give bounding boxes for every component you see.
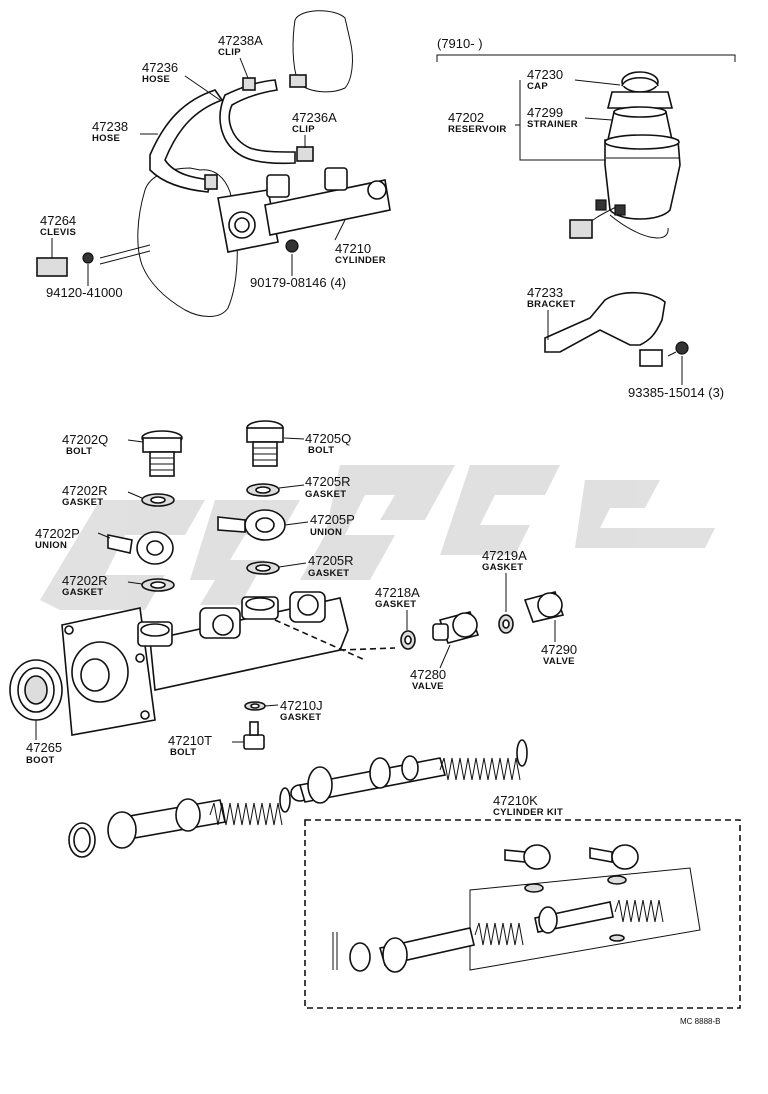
label-47205R-lower: 47205R GASKET (278, 553, 354, 579)
label-93385-15014: 93385-15014 (3) (628, 356, 724, 400)
label-47202R-lower: 47202R GASKET (62, 573, 143, 598)
part-name: VALVE (412, 681, 444, 692)
part-name: CLIP (218, 47, 241, 58)
label-47202-reservoir: 47202 RESERVOIR (448, 80, 605, 161)
label-47210: 47210 CYLINDER (334, 219, 386, 266)
part-number: 47205R (308, 553, 354, 568)
part-number: 90179-08146 (4) (250, 275, 346, 290)
part-name: GASKET (305, 489, 346, 500)
part-name: GASKET (62, 497, 103, 508)
part-number: 47205Q (305, 431, 351, 446)
part-number: 47210T (168, 733, 212, 748)
label-47202R-upper: 47202R GASKET (62, 483, 143, 508)
booster-assembly (36, 10, 391, 317)
part-name: UNION (35, 540, 67, 551)
part-name: CYLINDER (335, 255, 386, 266)
label-47238A: 47238A CLIP (218, 33, 263, 79)
label-47205P: 47205P UNION (284, 512, 355, 538)
part-name: GASKET (280, 712, 321, 723)
part-name: RESERVOIR (448, 124, 507, 135)
part-number: 47233 (527, 285, 563, 300)
part-name: HOSE (92, 133, 120, 144)
part-name: GASKET (308, 568, 349, 579)
part-number: 47238A (218, 33, 263, 48)
label-47265: 47265 BOOT (26, 720, 62, 766)
label-47238: 47238 HOSE (92, 119, 158, 144)
part-number: 47290 (541, 642, 577, 657)
part-number: 47202P (35, 526, 80, 541)
label-47205R-upper: 47205R GASKET (278, 474, 351, 500)
label-47230: 47230 CAP (527, 67, 621, 92)
label-47280: 47280 VALVE (410, 644, 451, 692)
part-name: BOLT (308, 445, 334, 456)
part-name: CYLINDER KIT (493, 807, 563, 818)
part-number: 47280 (410, 667, 446, 682)
part-number: 47210J (280, 698, 323, 713)
part-name: CLEVIS (40, 227, 76, 238)
boot (9, 659, 63, 721)
part-name: HOSE (142, 74, 170, 85)
label-47290: 47290 VALVE (541, 620, 577, 667)
bracket (544, 291, 689, 367)
part-number: 47219A (482, 548, 527, 563)
label-47210T: 47210T BOLT (168, 733, 244, 758)
part-number: 47202R (62, 573, 108, 588)
part-number: 47210 (335, 241, 371, 256)
part-number: 47264 (40, 213, 76, 228)
cylinder-kit (304, 819, 741, 1009)
label-94120-41000: 94120-41000 (46, 264, 123, 300)
label-47205Q: 47205Q BOLT (283, 431, 351, 456)
part-number: 47210K (493, 793, 538, 808)
label-47210J: 47210J GASKET (264, 698, 323, 723)
part-number: 47236 (142, 60, 178, 75)
label-47202Q: 47202Q BOLT (62, 432, 144, 457)
part-number: 47218A (375, 585, 420, 600)
label-47299: 47299 STRAINER (527, 105, 613, 130)
pistons-exploded (68, 739, 528, 858)
valves (400, 591, 565, 650)
label-47202P: 47202P UNION (35, 526, 111, 551)
part-number: 94120-41000 (46, 285, 123, 300)
part-number: 47230 (527, 67, 563, 82)
part-name: GASKET (482, 562, 523, 573)
part-number: 47265 (26, 740, 62, 755)
part-name: GASKET (375, 599, 416, 610)
label-90179-08146: 90179-08146 (4) (250, 254, 346, 290)
part-number: 47205R (305, 474, 351, 489)
part-name: BOLT (66, 446, 92, 457)
part-name: VALVE (543, 656, 575, 667)
bolts-unions (107, 420, 286, 592)
part-number: 93385-15014 (3) (628, 385, 724, 400)
part-number: 47205P (310, 512, 355, 527)
part-name: BOLT (170, 747, 196, 758)
label-47264: 47264 CLEVIS (40, 213, 76, 258)
label-47219A: 47219A GASKET (482, 548, 527, 612)
part-number: 47299 (527, 105, 563, 120)
part-name: CLIP (292, 124, 315, 135)
part-number: 47202Q (62, 432, 108, 447)
part-number: 47202R (62, 483, 108, 498)
part-number: 47236A (292, 110, 337, 125)
label-47236: 47236 HOSE (142, 60, 221, 101)
label-47210K: 47210K CYLINDER KIT (493, 793, 563, 818)
part-name: BRACKET (527, 299, 576, 310)
label-47236A: 47236A CLIP (292, 110, 337, 148)
part-name: UNION (310, 527, 342, 538)
stop-bolt (243, 701, 266, 750)
drawing-code: MC 8888-B (680, 1017, 720, 1026)
part-name: STRAINER (527, 119, 578, 130)
reservoir-assembly: (7910- ) (436, 36, 736, 239)
label-47218A: 47218A GASKET (375, 585, 420, 630)
label-47233: 47233 BRACKET (527, 285, 576, 340)
date-range: (7910- ) (437, 36, 483, 51)
master-cylinder-body (61, 591, 396, 736)
part-number: 47202 (448, 110, 484, 125)
part-name: GASKET (62, 587, 103, 598)
part-name: CAP (527, 81, 548, 92)
part-number: 47238 (92, 119, 128, 134)
part-name: BOOT (26, 755, 55, 766)
